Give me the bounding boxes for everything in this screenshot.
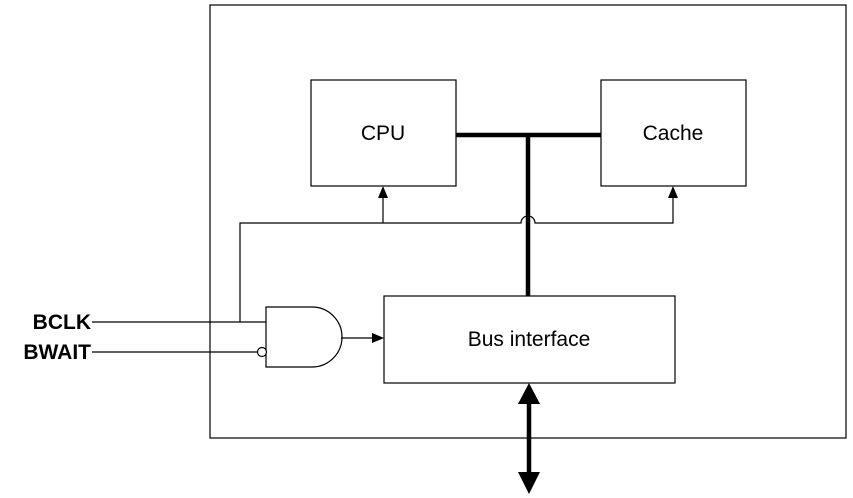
bwait-pin-label: BWAIT	[23, 341, 91, 364]
cpu-label: CPU	[361, 122, 405, 145]
bclk-pin-label: BCLK	[33, 311, 91, 334]
clock-distribution-line	[239, 186, 678, 322]
bus-interface-block: Bus interface	[383, 295, 676, 384]
external-bus-arrow	[518, 383, 540, 494]
cpu-block: CPU	[310, 79, 457, 187]
cache-clock-arrowhead	[668, 186, 678, 198]
and-gate	[256, 306, 343, 368]
cpu-clock-arrowhead	[378, 186, 388, 198]
cache-label: Cache	[643, 122, 704, 145]
inversion-bubble	[256, 346, 268, 358]
cache-block: Cache	[600, 79, 747, 187]
gate-output-arrow	[341, 333, 384, 343]
bus-interface-label: Bus interface	[468, 328, 591, 351]
